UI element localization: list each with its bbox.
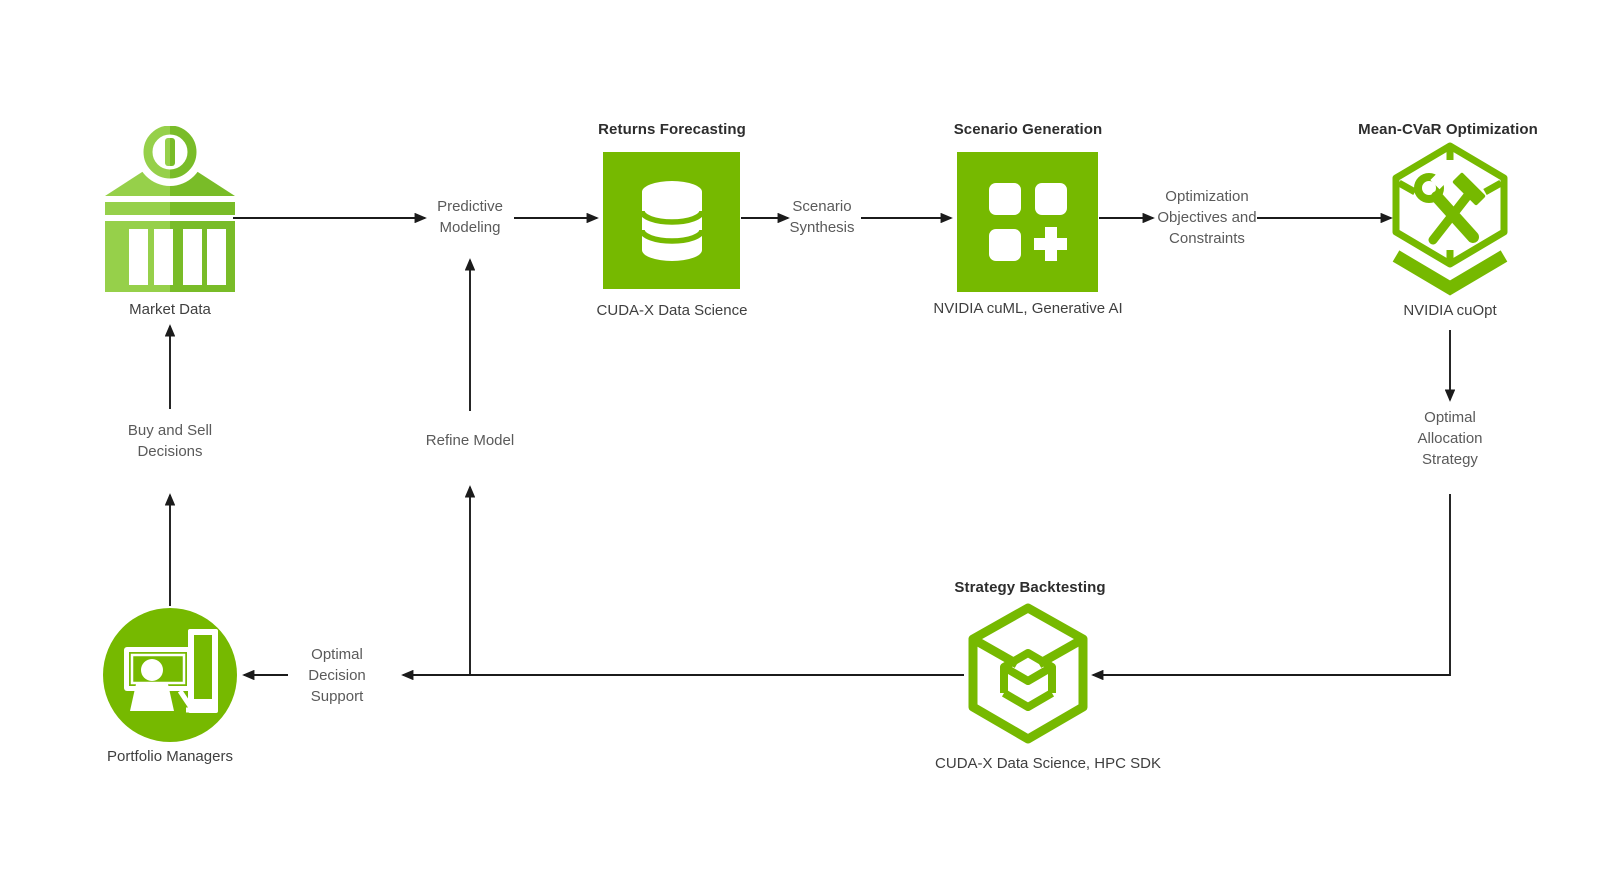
scenario-generation-title: Scenario Generation xyxy=(953,121,1103,138)
cuopt-label: NVIDIA cuOpt xyxy=(1403,302,1497,319)
bank-icon xyxy=(105,118,235,292)
strategy-backtesting-label: CUDA-X Data Science, HPC SDK xyxy=(935,755,1161,772)
tools-hexagon-icon xyxy=(1392,142,1508,296)
market-data-label: Market Data xyxy=(129,301,211,318)
database-icon xyxy=(638,180,705,261)
scenario-generation-box xyxy=(957,152,1098,292)
presenter-icon xyxy=(103,608,237,742)
flow-label-refine-model: Refine Model xyxy=(425,432,515,449)
node-portfolio-managers xyxy=(102,607,238,748)
portfolio-managers-label: Portfolio Managers xyxy=(107,748,233,765)
mean-cvar-title: Mean-CVaR Optimization xyxy=(1358,121,1538,138)
returns-forecasting-box xyxy=(603,152,740,289)
node-strategy-backtesting xyxy=(967,603,1089,750)
flow-label-scenario-synthesis: Scenario Synthesis xyxy=(789,198,855,236)
returns-forecasting-label: CUDA-X Data Science xyxy=(596,302,748,319)
strategy-backtesting-title: Strategy Backtesting xyxy=(954,579,1106,596)
cube-icon xyxy=(968,603,1088,744)
scenario-generation-label: NVIDIA cuML, Generative AI xyxy=(933,300,1123,317)
grid-plus-icon xyxy=(988,183,1067,261)
node-market-data xyxy=(105,118,235,299)
node-mean-cvar xyxy=(1385,142,1515,302)
returns-forecasting-title: Returns Forecasting xyxy=(598,121,746,138)
flow-label-optimal-allocation: Optimal Allocation Strategy xyxy=(1417,409,1483,468)
flow-label-optimal-decision-support: Optimal Decision Support xyxy=(308,646,366,705)
flow-label-predictive-modeling: Predictive Modeling xyxy=(437,198,503,236)
flow-label-optimization-objectives: Optimization Objectives and Constraints xyxy=(1157,188,1257,247)
flow-label-buy-and-sell: Buy and Sell Decisions xyxy=(127,422,213,460)
connector-allocation-to-backtesting xyxy=(1091,494,1451,681)
